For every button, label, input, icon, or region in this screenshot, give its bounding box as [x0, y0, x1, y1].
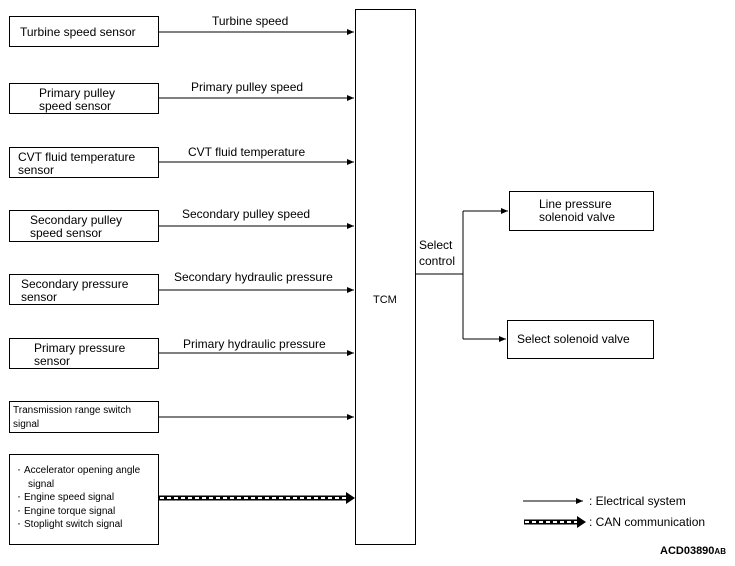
cvt-fluid-label-1: CVT fluid temperature [18, 150, 136, 164]
primary-pressure-label-1: Primary pressure [34, 341, 126, 355]
line-pressure-solenoid-box: Line pressure solenoid valve [509, 191, 654, 231]
transmission-range-label-2: signal [13, 419, 40, 430]
turbine-speed-sensor-box: Turbine speed sensor [9, 16, 159, 47]
reference-code: ACD03890AB [660, 545, 726, 557]
secondary-pressure-sensor-box: Secondary pressure sensor [9, 274, 159, 305]
can-signal-stoplight: Stoplight switch signal [14, 517, 158, 532]
primary-pulley-speed-sensor-box: Primary pulley speed sensor [9, 83, 159, 114]
signal-primary-hydraulic-pressure: Primary hydraulic pressure [183, 337, 326, 351]
cvt-fluid-temperature-sensor-box: CVT fluid temperature sensor [9, 147, 159, 178]
can-signals-box: Accelerator opening angle signal Engine … [9, 454, 159, 545]
can-signal-accelerator: Accelerator opening angle [14, 463, 158, 478]
secondary-pressure-label-1: Secondary pressure [21, 277, 129, 291]
transmission-range-label-1: Transmission range switch [13, 405, 132, 416]
secondary-pulley-speed-sensor-box: Secondary pulley speed sensor [9, 210, 159, 242]
select-control-label-1: Select [419, 238, 453, 252]
secondary-pulley-label-1: Secondary pulley [30, 213, 123, 227]
transmission-range-switch-box: Transmission range switch signal [9, 401, 159, 433]
tcm-label: TCM [373, 294, 397, 306]
legend-can-head [577, 516, 586, 528]
legend-can-label: : CAN communication [589, 515, 706, 529]
secondary-pressure-label-2: sensor [21, 290, 58, 304]
turbine-speed-sensor-label: Turbine speed sensor [20, 25, 136, 39]
reference-code-suffix: AB [714, 547, 726, 556]
signal-secondary-pulley-speed: Secondary pulley speed [182, 207, 311, 221]
can-signal-engine-speed: Engine speed signal [14, 490, 158, 505]
select-solenoid-box: Select solenoid valve [507, 320, 654, 359]
primary-pressure-sensor-box: Primary pressure sensor [9, 338, 159, 369]
tcm-box: TCM [355, 9, 416, 545]
can-signal-accelerator-cont: signal [28, 478, 55, 490]
primary-pulley-label-1: Primary pulley [39, 86, 116, 100]
line-pressure-label-2: solenoid valve [539, 210, 616, 224]
can-signal-list: Accelerator opening angle signal Engine … [14, 463, 158, 532]
secondary-pulley-label-2: speed sensor [30, 226, 103, 240]
primary-pulley-label-2: speed sensor [39, 99, 112, 113]
signal-secondary-hydraulic-pressure: Secondary hydraulic pressure [174, 270, 333, 284]
primary-pressure-label-2: sensor [34, 354, 71, 368]
legend-electrical-label: : Electrical system [589, 494, 686, 508]
line-pressure-label-1: Line pressure [539, 197, 612, 211]
select-solenoid-label: Select solenoid valve [517, 332, 630, 346]
arrow-can-head [346, 492, 355, 504]
cvt-fluid-label-2: sensor [18, 163, 55, 177]
signal-cvt-fluid-temperature: CVT fluid temperature [188, 145, 306, 159]
can-signal-engine-torque: Engine torque signal [14, 504, 158, 519]
signal-turbine-speed: Turbine speed [212, 14, 289, 28]
signal-primary-pulley-speed: Primary pulley speed [191, 80, 304, 94]
reference-code-main: ACD03890 [660, 545, 715, 557]
select-control-label-2: control [419, 254, 456, 268]
